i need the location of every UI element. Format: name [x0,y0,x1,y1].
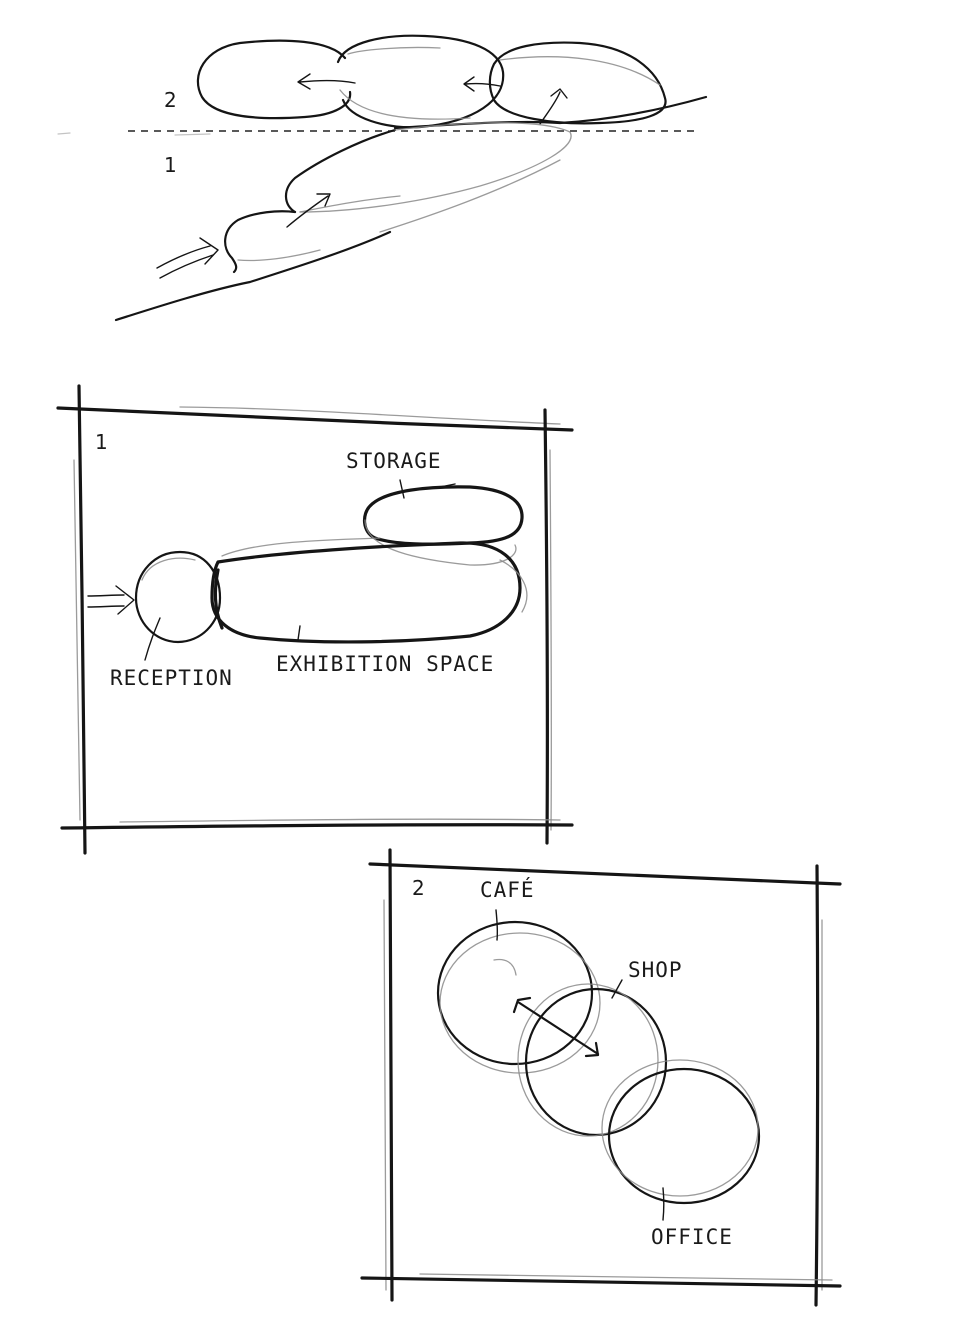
plan2-cafe-circle [436,920,594,1066]
plan2-frame-left [388,848,394,1302]
plan2-shop-label: SHOP [628,958,683,982]
plan1-entry-arrow [87,585,135,615]
plan1-frame-top [56,406,574,432]
upper-bubble-right [488,41,667,125]
lower-bubble-large [284,128,397,214]
upper-bubble-left [196,39,352,120]
upper-arrow-right [539,88,568,125]
plan-level-2 [360,848,842,1307]
upper-bubble-middle [336,34,505,129]
plan2-office-circle [607,1067,761,1205]
plan2-frame-bottom [360,1276,842,1288]
plan1-storage-bubble [363,485,524,546]
lower-ground-line [114,230,392,322]
plan1-storage-label: STORAGE [346,449,442,473]
plan2-double-arrow [512,996,600,1058]
plan1-reception-bubble [134,550,222,644]
plan2-cafe-label: CAFÉ [480,878,535,902]
plan2-office-label: OFFICE [651,1225,733,1249]
section-level-2-label: 2 [164,88,177,112]
plan1-exhibition-label: EXHIBITION SPACE [276,652,495,676]
upper-arrow-middle [463,76,501,92]
plan1-number: 1 [95,430,108,454]
plan1-reception-label: RECEPTION [110,666,233,690]
section-sketch [57,34,708,322]
upper-arrow-left [297,73,356,90]
upper-level-bubbles [196,34,708,130]
plan1-exhibition-bubble [210,541,522,644]
plan1-frame-bottom [60,823,574,830]
plan2-frame-top [368,862,842,886]
plan1-frame-right [543,408,549,845]
plan-level-1 [56,384,574,855]
lower-arrow [286,193,331,228]
plan2-number: 2 [412,876,425,900]
plan1-frame-left [77,384,87,855]
section-level-1-label: 1 [164,153,177,177]
plan2-shop-circle [524,987,668,1137]
plan2-frame-right [814,864,820,1307]
lower-level-bubbles [114,122,572,322]
lower-bubble-small [224,210,297,274]
entry-arrow-section [156,237,219,279]
